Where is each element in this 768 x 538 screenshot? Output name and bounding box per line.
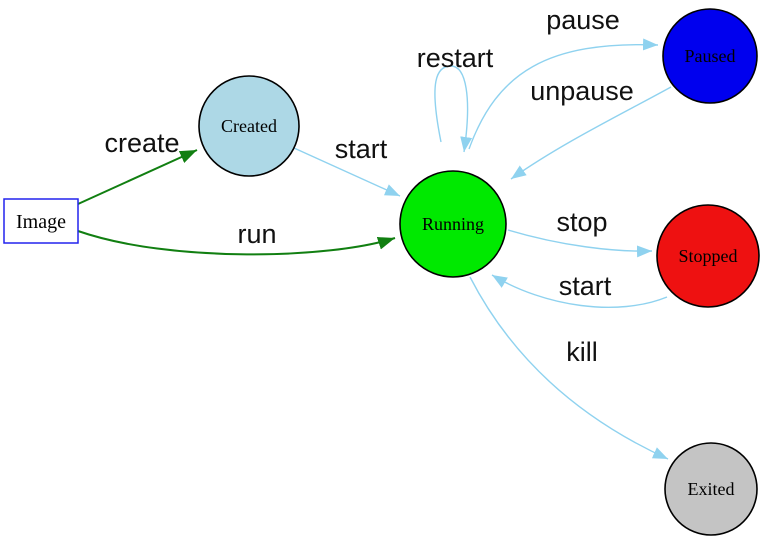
edge-start-again [491, 274, 668, 309]
node-created [198, 75, 300, 177]
node-label-stopped: Stopped [678, 246, 737, 266]
edge-label-run: run [237, 219, 276, 249]
edge-kill [469, 276, 669, 460]
edge-label-stop: stop [556, 207, 607, 237]
node-image [3, 198, 79, 244]
edge-run [77, 230, 396, 256]
edge-label-start-again: start [559, 271, 612, 301]
node-label-image: Image [16, 211, 66, 233]
edge-label-create: create [104, 128, 179, 158]
node-stopped [656, 204, 760, 308]
edge-restart [434, 65, 473, 153]
node-running [399, 170, 507, 278]
edge-label-kill: kill [566, 337, 598, 367]
edge-label-unpause: unpause [530, 76, 634, 106]
edge-label-start: start [335, 134, 388, 164]
node-label-exited: Exited [688, 479, 735, 499]
edge-pause [468, 38, 659, 150]
node-label-paused: Paused [685, 46, 736, 66]
node-label-created: Created [221, 116, 277, 136]
node-label-running: Running [422, 214, 484, 234]
edge-unpause [510, 86, 672, 180]
edge-create [77, 149, 198, 205]
node-paused [662, 8, 758, 104]
edge-label-pause: pause [546, 5, 620, 35]
node-exited [664, 442, 758, 536]
edge-label-restart: restart [417, 43, 494, 73]
edge-stop [507, 229, 653, 258]
edge-start [293, 147, 401, 197]
